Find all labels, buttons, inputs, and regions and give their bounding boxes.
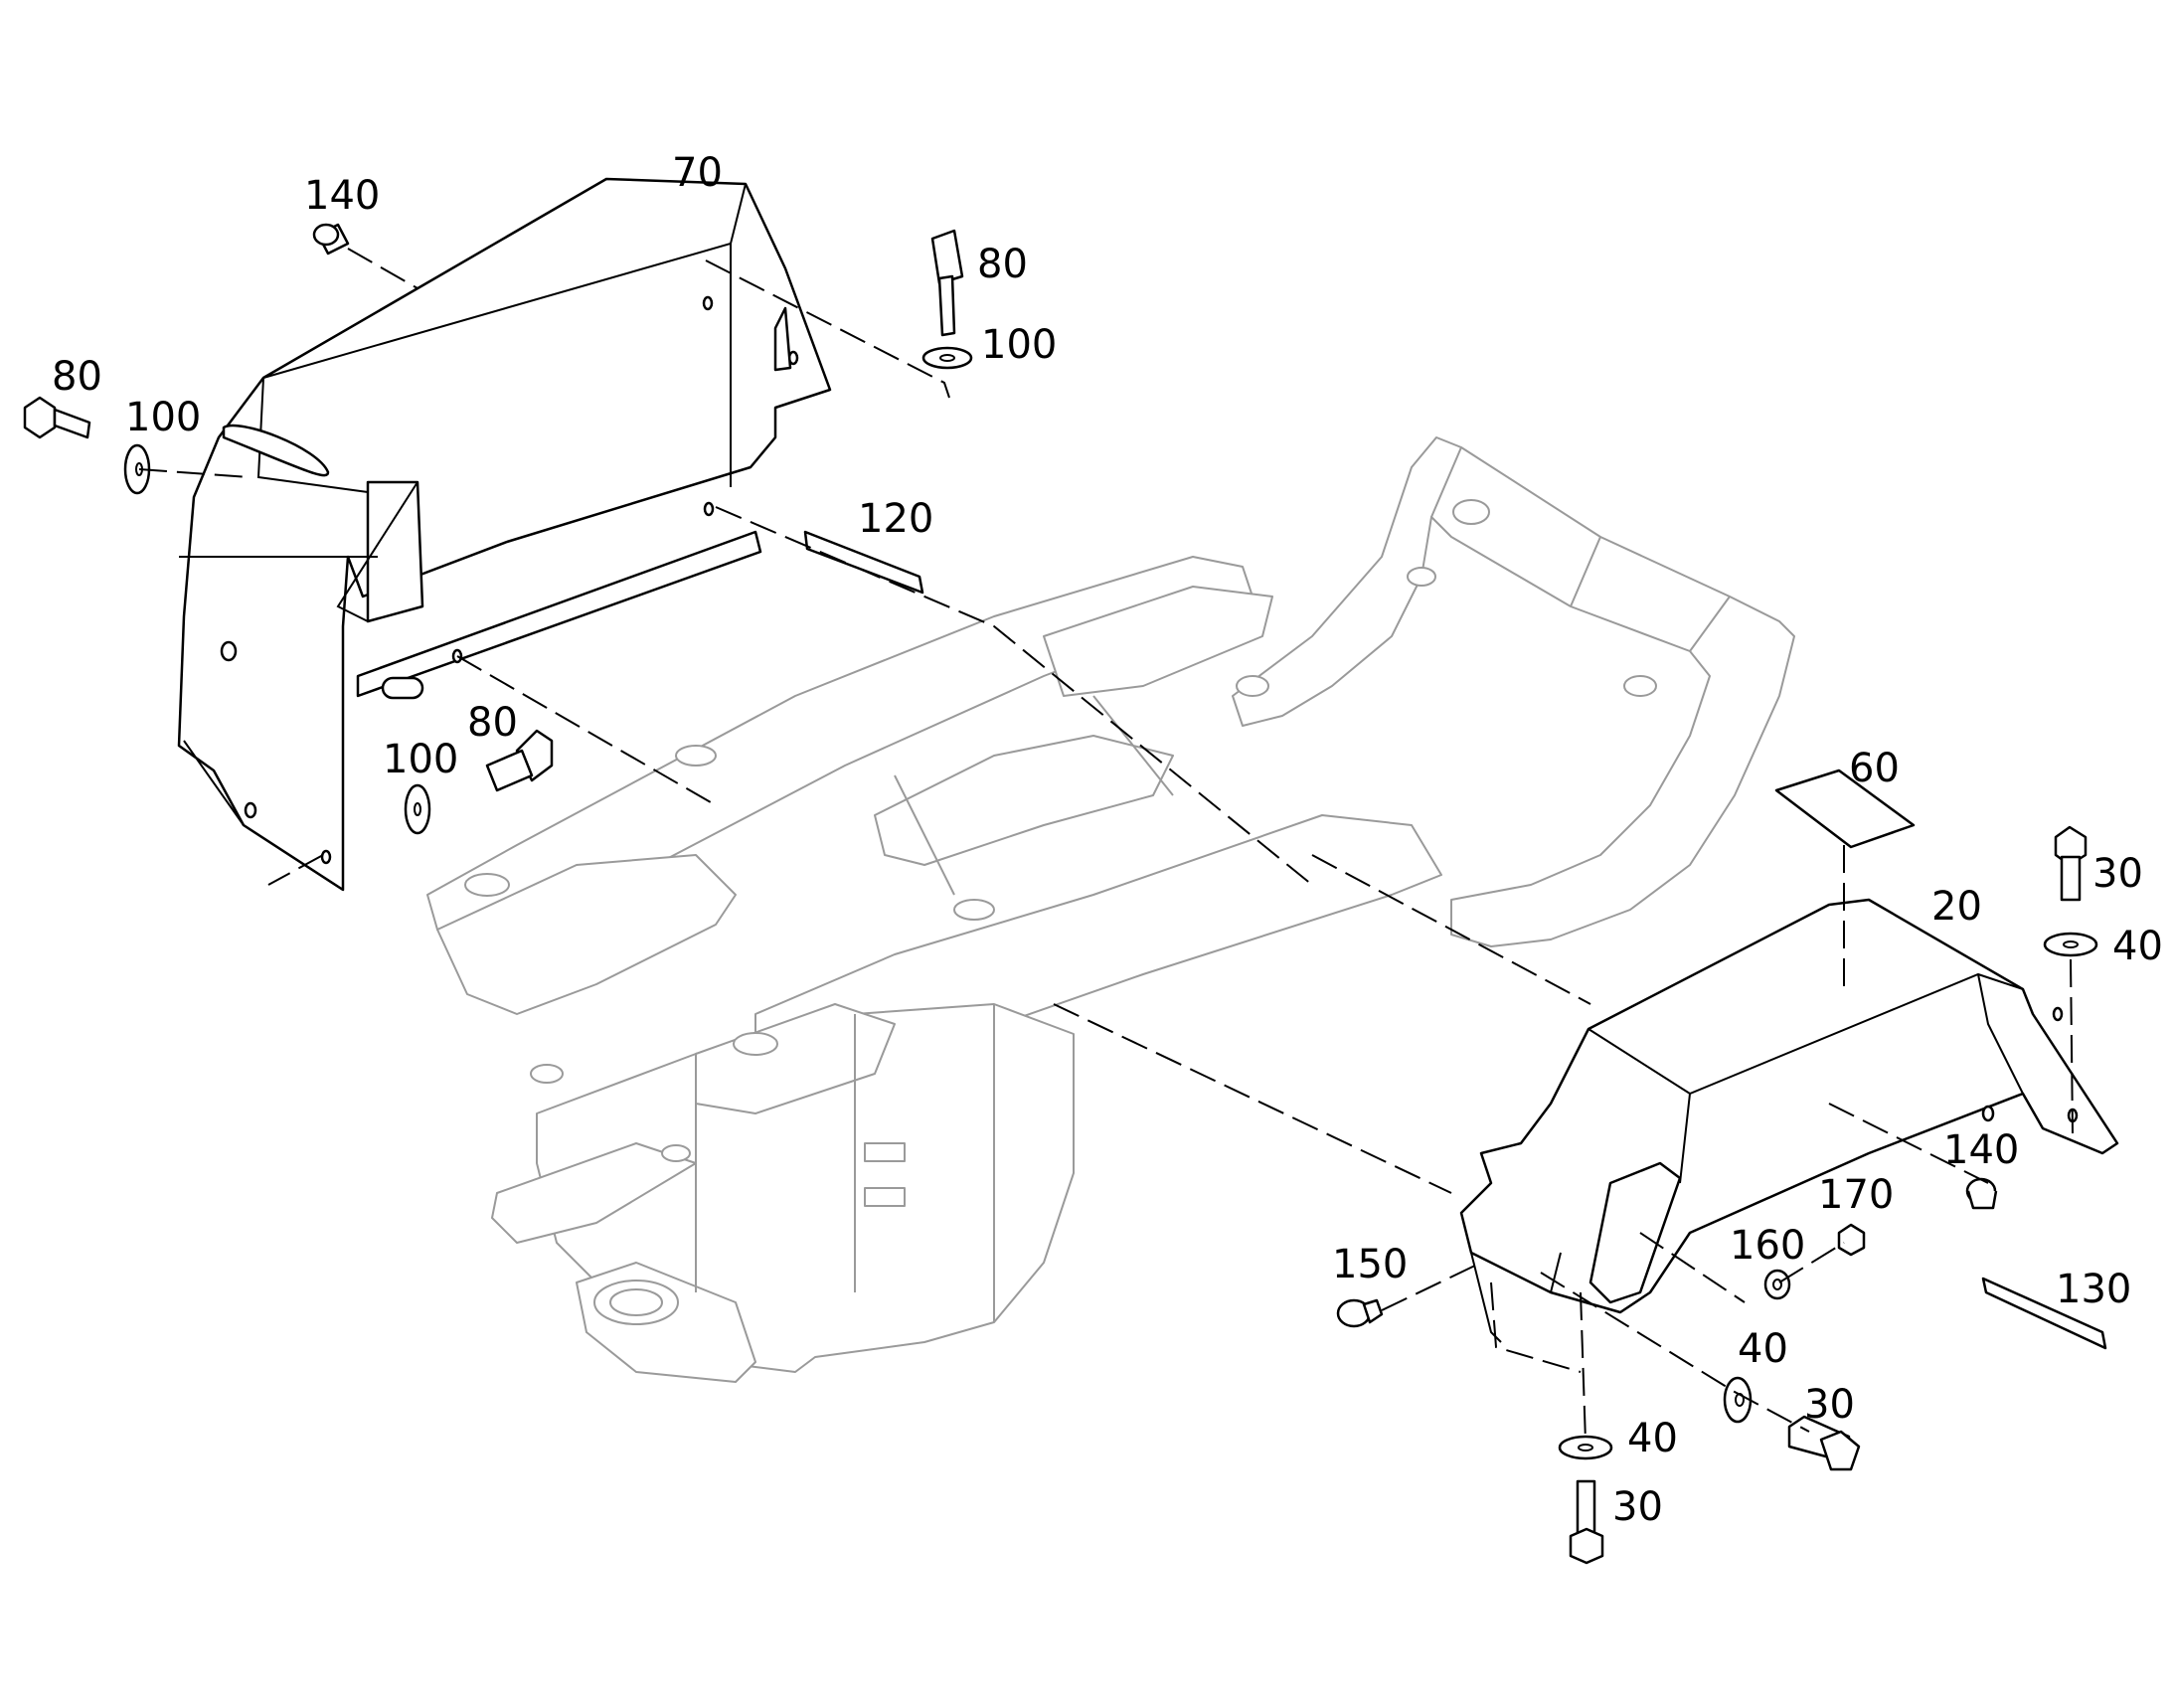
callout-30: 30: [2092, 851, 2143, 897]
callout-120: 120: [858, 496, 933, 542]
callout-40: 40: [1738, 1326, 1788, 1372]
callout-60: 60: [1849, 746, 1900, 791]
callout-100: 100: [981, 322, 1057, 368]
callout-70: 70: [672, 150, 723, 196]
callout-80: 80: [977, 242, 1028, 287]
callout-130: 130: [2056, 1267, 2131, 1312]
callout-40: 40: [1627, 1416, 1678, 1461]
part-70-front-cover: [177, 177, 832, 892]
callout-140: 140: [1943, 1127, 2019, 1173]
part-20-rear-cover: [1459, 898, 2119, 1343]
callout-160: 160: [1730, 1223, 1805, 1269]
callout-30: 30: [1612, 1484, 1663, 1530]
callout-20: 20: [1931, 884, 1982, 930]
callout-100: 100: [383, 737, 458, 782]
callout-150: 150: [1332, 1242, 1408, 1287]
callout-labels: 70 140 80 100 80 100 120 80 100 60 20 30…: [52, 150, 2163, 1530]
callout-170: 170: [1818, 1172, 1894, 1218]
callout-30: 30: [1804, 1382, 1855, 1428]
callout-80: 80: [467, 700, 518, 746]
main-frame: [426, 436, 1795, 1383]
callout-140: 140: [304, 173, 380, 219]
callout-40: 40: [2112, 924, 2163, 969]
leader-lines: [138, 248, 2074, 1443]
callout-80: 80: [52, 354, 102, 400]
small-parts: [23, 223, 2107, 1565]
callout-100: 100: [125, 395, 201, 440]
